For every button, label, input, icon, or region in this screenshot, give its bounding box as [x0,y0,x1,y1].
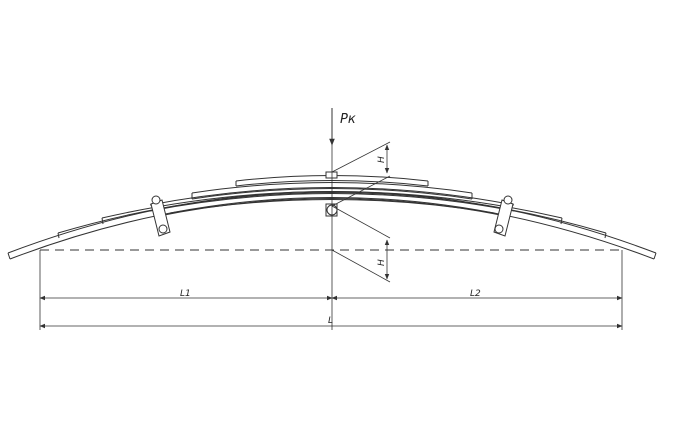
left-length-label: L1 [180,289,191,299]
right-length-label: L2 [470,289,481,299]
total-length-label: L [328,316,333,326]
right-clamp [493,195,514,237]
upper-height-dimension [331,141,391,207]
lower-height-dimension [331,205,391,283]
left-clamp [150,195,171,237]
force-label: Pк [340,112,356,127]
upper-height-label: H [377,156,387,163]
lower-height-label: H [377,259,387,266]
